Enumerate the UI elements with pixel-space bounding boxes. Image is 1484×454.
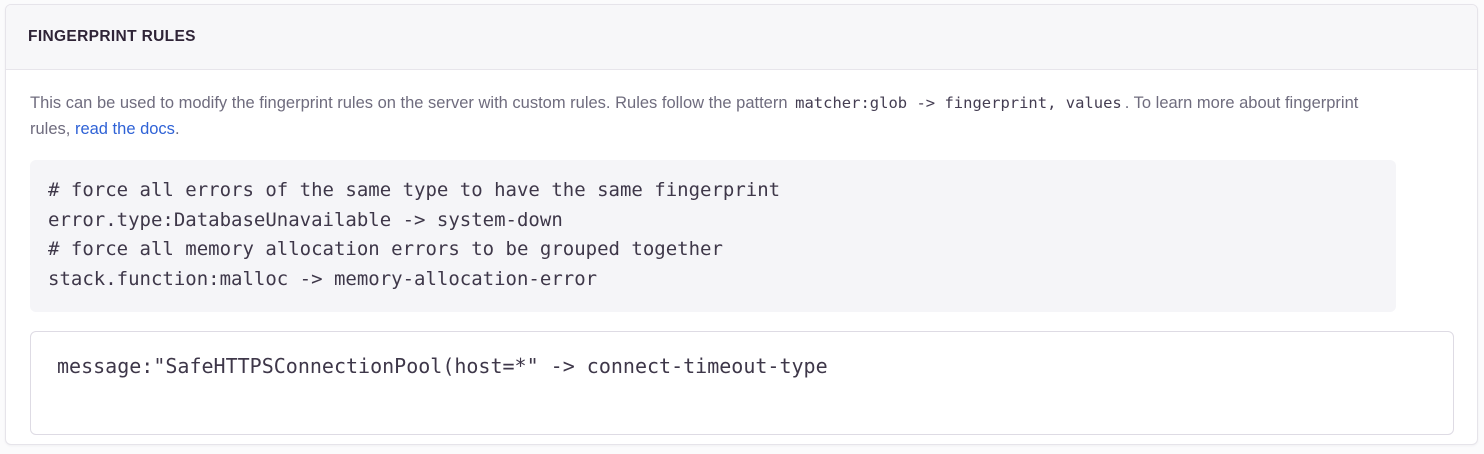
panel-header: FINGERPRINT RULES [6,5,1477,70]
example-rules-code-block: # force all errors of the same type to h… [30,160,1396,312]
panel-body: This can be used to modify the fingerpri… [6,70,1477,435]
page-title: FINGERPRINT RULES [28,28,196,45]
fingerprint-rules-panel: FINGERPRINT RULES This can be used to mo… [5,4,1478,445]
description-part-3: . [174,120,180,138]
description-part-2: . To learn more about fingerprint rules, [30,94,1359,138]
description-text: This can be used to modify the fingerpri… [30,90,1390,142]
read-the-docs-link[interactable]: read the docs [74,120,175,138]
description-part-1: This can be used to modify the fingerpri… [30,94,788,112]
inline-code-pattern: matcher:glob -> fingerprint, values [795,94,1122,112]
fingerprint-rules-input[interactable] [30,331,1454,435]
